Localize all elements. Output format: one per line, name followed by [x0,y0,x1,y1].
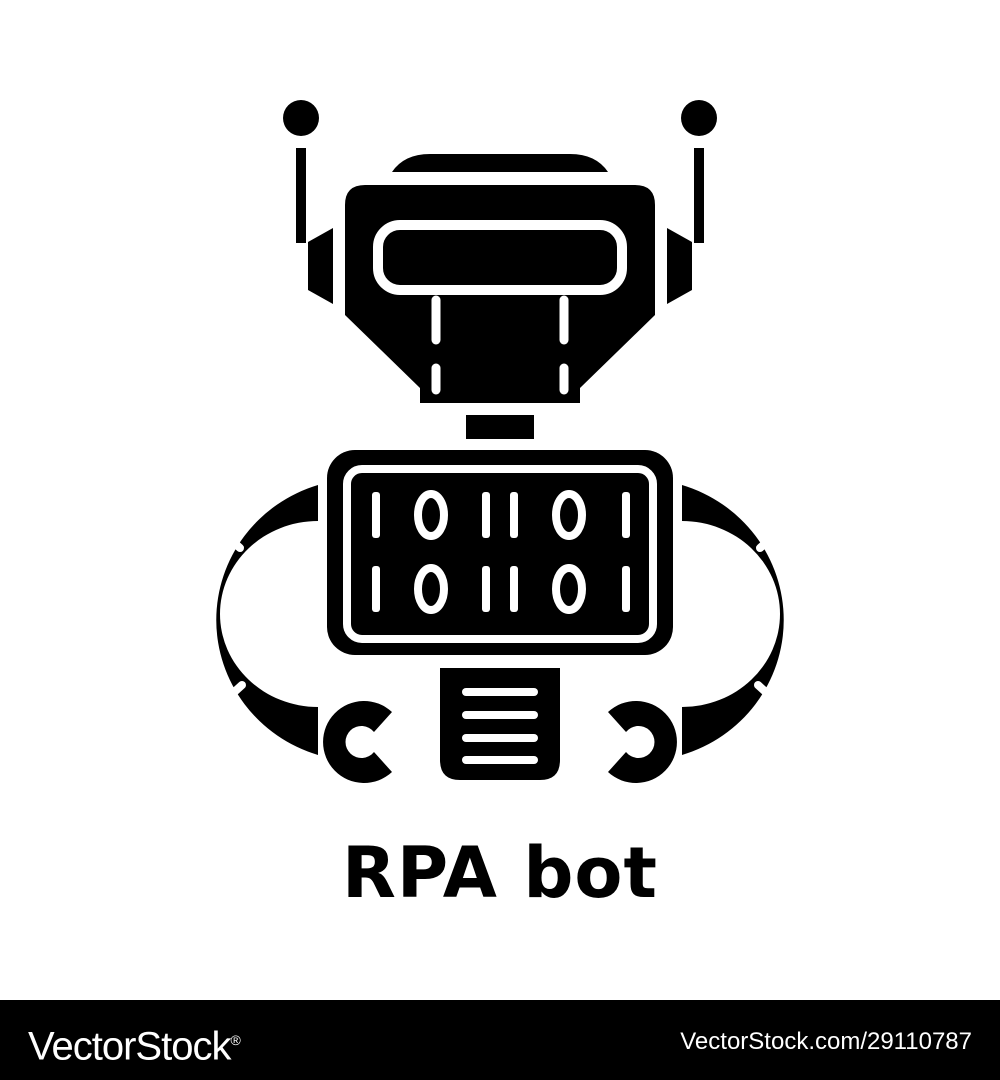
body-screen-frame [343,465,657,643]
left-ear [308,228,333,304]
left-arm [216,485,318,755]
robot-neck [466,415,534,439]
visor [373,220,627,295]
arm-ticks [181,524,819,709]
right-arm [682,485,784,755]
binary-row-2 [372,564,630,614]
binary-row-1 [372,490,630,540]
image-id-text: VectorStock.com/29110787 [680,1028,972,1055]
left-claw [323,701,392,783]
rpa-bot-illustration [181,100,819,783]
head-cap [392,154,608,172]
caption-title: RPA bot [342,832,658,914]
watermark-footer: VectorStock® VectorStock.com/29110787 [0,1000,1000,1080]
brand-name: VectorStock [28,1024,231,1069]
brand-logo: VectorStock® [28,1018,241,1068]
right-antenna [681,100,717,243]
right-claw [608,701,677,783]
robot-body [327,450,673,655]
head-detail-lines [431,295,569,395]
registered-mark: ® [230,1032,241,1048]
base-vent-lines [462,688,538,764]
left-antenna [283,100,319,243]
right-ear [667,228,692,304]
